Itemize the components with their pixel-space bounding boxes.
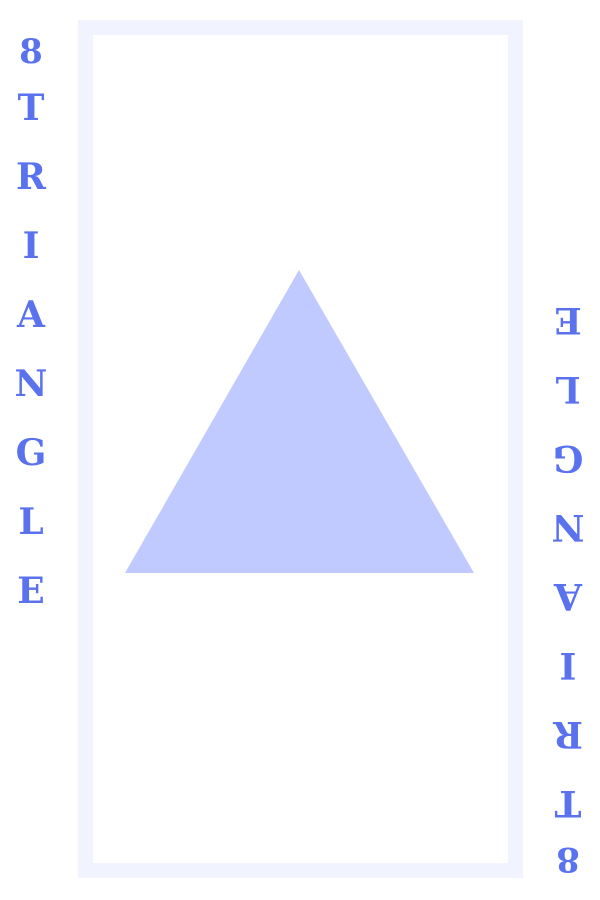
suit-letter: E — [17, 570, 45, 612]
suit-letter: I — [22, 225, 40, 267]
suit-letter: L — [18, 501, 44, 543]
suit-letter: R — [16, 156, 46, 198]
top-left-index: 8 T R I A N G L E — [14, 30, 48, 626]
suit-letter: A — [17, 294, 45, 336]
card-frame — [78, 20, 523, 878]
suit-name: T R I A N G L E — [15, 74, 48, 626]
triangle-icon — [125, 270, 474, 573]
suit-letter: T — [17, 87, 45, 129]
suit-letter: N — [14, 363, 48, 405]
rank-label: 8 — [19, 32, 43, 72]
suit-letter: G — [15, 432, 47, 474]
